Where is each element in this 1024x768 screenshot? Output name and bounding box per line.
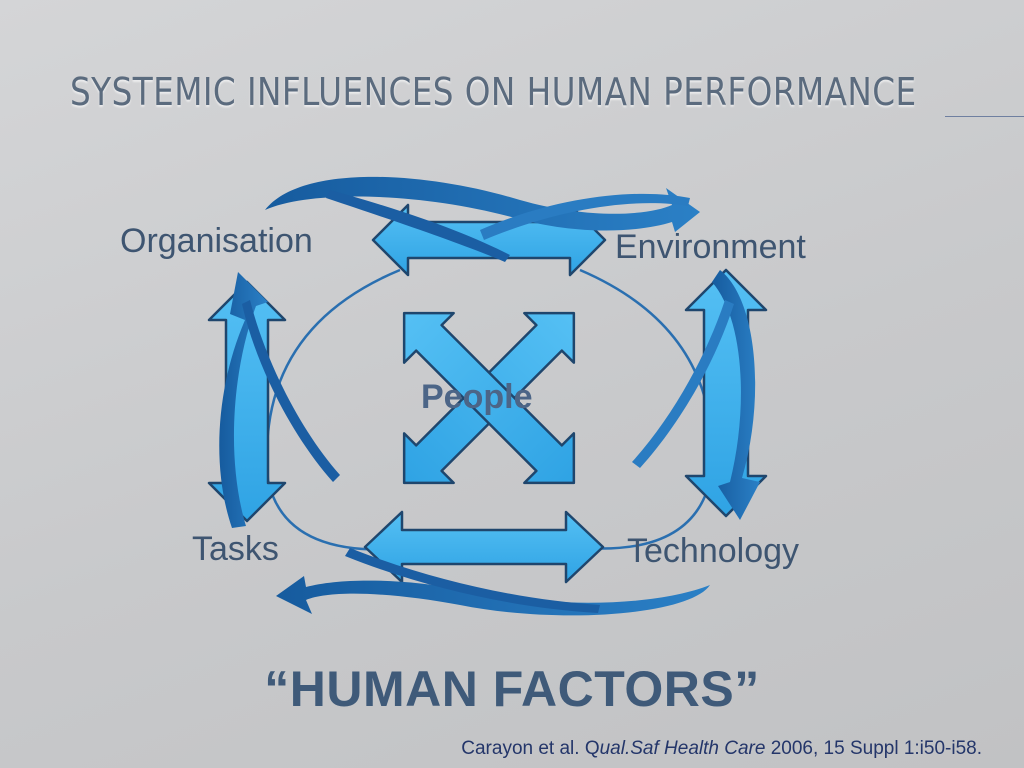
- citation-author: Carayon et al. Q: [461, 738, 600, 759]
- center-people-label: People: [421, 378, 533, 416]
- citation-journal: ual.Saf Health Care: [599, 738, 766, 759]
- swoosh-curves: [219, 176, 760, 616]
- node-organisation: Organisation: [120, 222, 313, 260]
- node-technology: Technology: [627, 532, 800, 570]
- right-swoosh-curved-arrow-icon: [712, 270, 760, 520]
- node-environment: Environment: [615, 228, 806, 266]
- citation: Carayon et al. Qual.Saf Health Care 2006…: [461, 738, 982, 760]
- top-swoosh-curved-arrow-icon: [265, 176, 700, 232]
- slide-title: SYSTEMIC INFLUENCES ON HUMAN PERFORMANCE: [70, 70, 917, 114]
- left-swoosh-curved-arrow-icon: [219, 272, 268, 528]
- center-cross-arrow-icon: [402, 311, 576, 485]
- citation-details: 2006, 15 Suppl 1:i50-i58.: [765, 738, 982, 759]
- human-factors-headline: “HUMAN FACTORS”: [264, 661, 760, 717]
- title-rule: [945, 116, 1024, 117]
- node-tasks: Tasks: [192, 530, 279, 568]
